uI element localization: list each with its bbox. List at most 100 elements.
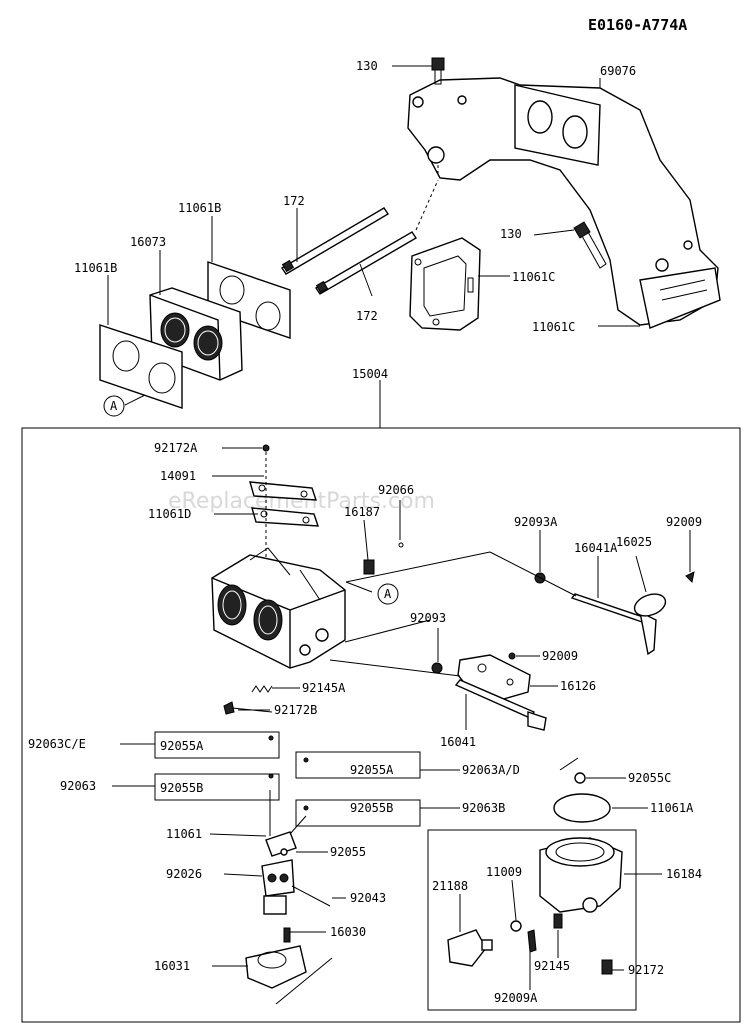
float-bowl-16184[interactable] <box>539 837 623 913</box>
jet-92055A-right-icon <box>303 757 309 763</box>
label-69076: 69076 <box>600 64 636 78</box>
label-16041: 16041 <box>440 735 476 749</box>
spring-92145A[interactable] <box>251 685 273 693</box>
diagram-code: E0160-A774A <box>588 16 687 34</box>
label-16184: 16184 <box>666 867 702 881</box>
choke-plate-16025[interactable] <box>632 590 669 620</box>
label-92055A-left: 92055A <box>160 739 204 753</box>
label-a-lower: A <box>384 587 392 601</box>
label-16025: 16025 <box>616 535 652 549</box>
main-jet-assembly[interactable] <box>261 831 331 915</box>
label-11061: 11061 <box>166 827 202 841</box>
label-16030: 16030 <box>330 925 366 939</box>
screw-92172A[interactable] <box>262 444 270 452</box>
label-92009-mid: 92009 <box>542 649 578 663</box>
gasket-11061A[interactable] <box>553 793 611 823</box>
jet-92055A-left-icon <box>268 735 274 741</box>
label-15004: 15004 <box>352 367 388 381</box>
label-92145: 92145 <box>534 959 570 973</box>
label-172-lower: 172 <box>356 309 378 323</box>
label-172-upper: 172 <box>283 194 305 208</box>
box-92055B-left <box>154 773 280 801</box>
label-92172A: 92172A <box>154 441 198 455</box>
label-92055A-right: 92055A <box>350 763 394 777</box>
label-92063CE: 92063C/E <box>28 737 86 751</box>
carburetor-assembly-frame <box>21 427 741 1023</box>
screw-92172[interactable] <box>601 959 613 975</box>
label-92055: 92055 <box>330 845 366 859</box>
label-92063B: 92063B <box>462 801 505 815</box>
label-92055B-right: 92055B <box>350 801 393 815</box>
label-16073: 16073 <box>130 235 166 249</box>
linkage-plate-11061D[interactable] <box>251 507 319 527</box>
label-21188: 21188 <box>432 879 468 893</box>
screw-92009-mid[interactable] <box>508 652 516 660</box>
gasket-11061C-upper[interactable] <box>409 237 481 331</box>
carburetor-body[interactable] <box>211 547 346 669</box>
label-92145A: 92145A <box>302 681 346 695</box>
label-92172: 92172 <box>628 963 664 977</box>
label-16041A: 16041A <box>574 541 618 555</box>
screw-92009-top[interactable] <box>685 571 695 584</box>
throttle-shaft-16041[interactable] <box>454 679 547 731</box>
spacer-16073[interactable] <box>149 287 243 381</box>
stud-172-lower[interactable] <box>315 231 417 295</box>
label-92063AD: 92063A/D <box>462 763 520 777</box>
label-11061D: 11061D <box>148 507 191 521</box>
seal-11009[interactable] <box>510 920 522 932</box>
part-labels: 130 69076 11061B 172 16073 11061B 130 11… <box>28 59 702 1005</box>
float-16031[interactable] <box>245 945 307 989</box>
label-130-top: 130 <box>356 59 378 73</box>
spring-92145[interactable] <box>553 913 563 929</box>
label-92055B-left: 92055B <box>160 781 203 795</box>
seal-92093[interactable] <box>431 662 443 674</box>
jet-92055B-left-icon <box>268 773 274 779</box>
label-92093A: 92093A <box>514 515 558 529</box>
label-11061B-right: 11061B <box>178 201 221 215</box>
label-92009A: 92009A <box>494 991 538 1005</box>
label-92066: 92066 <box>378 483 414 497</box>
label-16031: 16031 <box>154 959 190 973</box>
float-bowl-frame <box>427 829 637 1011</box>
label-11061C-upper: 11061C <box>512 270 555 284</box>
gasket-11061B-right[interactable] <box>207 261 291 339</box>
choke-shaft-16041A[interactable] <box>570 593 657 656</box>
gasket-11061B-left[interactable] <box>99 324 183 409</box>
box-92055A-right <box>295 751 421 779</box>
label-92093: 92093 <box>410 611 446 625</box>
callout-circle-a-lower <box>377 583 399 605</box>
carb-leader-lines <box>112 447 691 990</box>
o-ring-92066[interactable] <box>398 542 404 548</box>
upper-leader-lines <box>107 65 640 428</box>
label-92026: 92026 <box>166 867 202 881</box>
screw-92172B[interactable] <box>223 701 273 715</box>
label-11061C-lower: 11061C <box>532 320 575 334</box>
label-130-mid: 130 <box>500 227 522 241</box>
label-a-upper: A <box>110 399 118 413</box>
box-92055A-left <box>154 731 280 759</box>
stud-172-upper[interactable] <box>281 207 389 275</box>
screw-92009A[interactable] <box>527 929 537 953</box>
label-92055C: 92055C <box>628 771 671 785</box>
label-92043: 92043 <box>350 891 386 905</box>
float-pin-16030[interactable] <box>283 927 291 943</box>
callout-circle-a-upper <box>103 395 125 417</box>
o-ring-92055C[interactable] <box>574 772 586 784</box>
intake-manifold-69076[interactable] <box>407 77 721 329</box>
throttle-plate-16126[interactable] <box>457 654 531 701</box>
box-92055B-right <box>295 799 421 827</box>
label-92063: 92063 <box>60 779 96 793</box>
label-11009: 11009 <box>486 865 522 879</box>
label-92009-top: 92009 <box>666 515 702 529</box>
label-92172B: 92172B <box>274 703 317 717</box>
label-16126: 16126 <box>560 679 596 693</box>
jet-92055B-right-icon <box>303 805 309 811</box>
label-14091: 14091 <box>160 469 196 483</box>
jet-16187[interactable] <box>363 559 375 575</box>
fuel-solenoid-21188[interactable] <box>447 929 493 967</box>
label-16187: 16187 <box>344 505 380 519</box>
bolt-130-mid[interactable] <box>573 221 607 269</box>
label-11061B-left: 11061B <box>74 261 117 275</box>
label-11061A: 11061A <box>650 801 694 815</box>
